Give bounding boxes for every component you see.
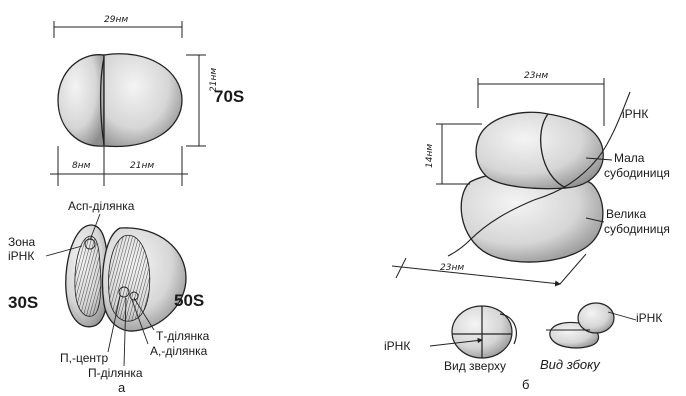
dim-bottom-left-a: 8нм <box>72 160 90 173</box>
mrna-zone-label-2: іРНК <box>8 250 34 263</box>
ribosome-70s-label: 70S <box>214 90 244 103</box>
caption-a: а <box>118 381 125 394</box>
dim-top-right: 23нм <box>524 70 548 83</box>
mrna-label-left: іРНК <box>384 340 410 353</box>
mrna-label-top: іРНК <box>622 108 648 121</box>
subunit-50s-label: 50S <box>174 294 204 307</box>
dim-bottom-left-b: 21нм <box>130 160 154 173</box>
p-site-label: П-ділянка <box>88 367 143 380</box>
t-site-label: Т-ділянка <box>156 330 209 343</box>
mrna-label-side: іРНК <box>636 312 662 325</box>
small-subunit-label-1: Мала <box>614 152 644 165</box>
ribosome-70s <box>58 54 182 147</box>
large-subunit-label-1: Велика <box>606 208 646 221</box>
subunit-30s-label: 30S <box>8 296 38 309</box>
p-center-label: П,-центр <box>60 352 108 365</box>
side-view-label: Вид збоку <box>540 358 600 371</box>
large-lobe <box>104 54 182 147</box>
dim-top-left: 29нм <box>104 14 128 27</box>
asp-site-label: Асп-ділянка <box>68 200 134 213</box>
side-view-drawing <box>546 303 636 348</box>
small-lobe <box>58 55 104 146</box>
small-subunit-shape <box>476 112 603 188</box>
small-subunit-label-2: субодиниця <box>604 167 670 180</box>
top-view-label: Вид зверху <box>444 360 506 373</box>
a-site-label: А,-ділянка <box>150 345 207 358</box>
large-subunit-label-2: субодиниця <box>604 223 670 236</box>
mrna-zone-label-1: Зона <box>8 236 35 249</box>
ribosome-3d <box>448 92 630 262</box>
caption-b: б <box>522 378 529 391</box>
top-view-drawing <box>430 306 516 358</box>
dim-left-right: 14нм <box>424 144 437 168</box>
dim-bottom-right: 23нм <box>440 262 464 275</box>
